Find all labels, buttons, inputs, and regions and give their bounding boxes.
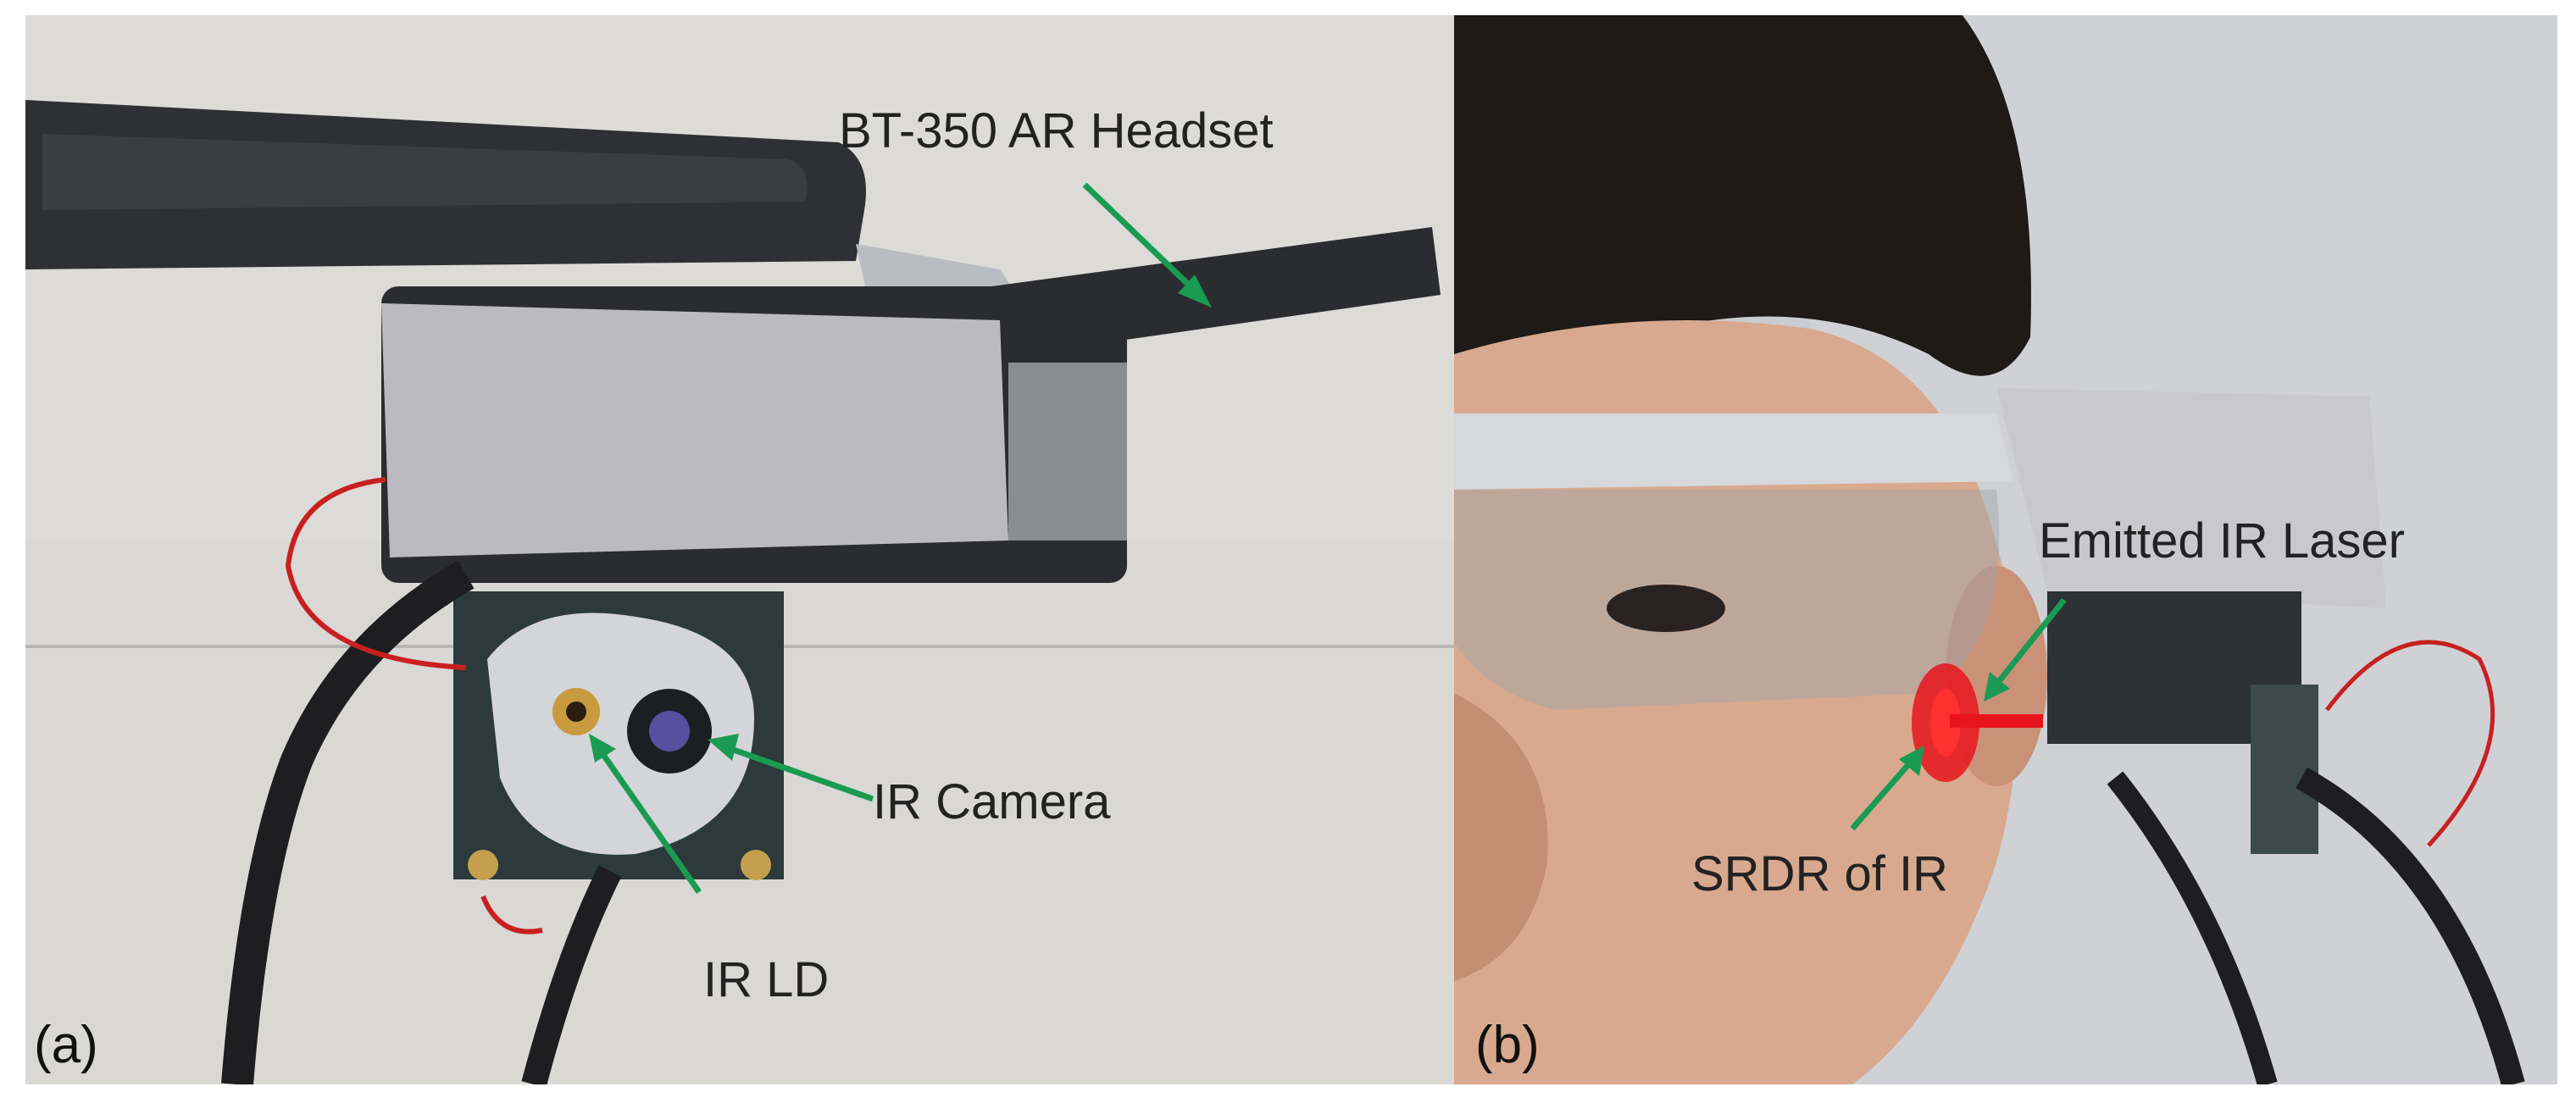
face (1454, 320, 2018, 1084)
srdr-arrow (1850, 746, 1924, 831)
glasses-frame (1454, 413, 2013, 490)
ld-arrow (589, 734, 702, 895)
panel-b-scene (1454, 15, 2557, 1084)
tape-wrap (1996, 388, 2386, 608)
emitted-laser-label: Emitted IR Laser (2039, 513, 2405, 568)
panel-b-photo: Emitted IR Laser SRDR of IR (b) (1454, 15, 2557, 1084)
laser-arrow (1984, 597, 2067, 701)
srdr-label: SRDR of IR (1691, 846, 1948, 901)
headset-label: BT-350 AR Headset (839, 103, 1274, 158)
ir-camera-label: IR Camera (873, 774, 1111, 829)
camera-arrow (708, 734, 874, 802)
panel-a-letter: (a) (34, 1016, 98, 1074)
headset-arrow (1082, 182, 1212, 308)
panel-b-letter: (b) (1475, 1016, 1540, 1074)
panel-a-scene (25, 15, 1456, 1084)
tape-wrap (381, 303, 1008, 557)
laser-beam (1950, 714, 2043, 728)
panel-a-photo: BT-350 AR Headset IR Camera IR LD (a) (25, 15, 1456, 1084)
hair (1454, 15, 2031, 376)
ir-ld-label: IR LD (703, 952, 830, 1007)
